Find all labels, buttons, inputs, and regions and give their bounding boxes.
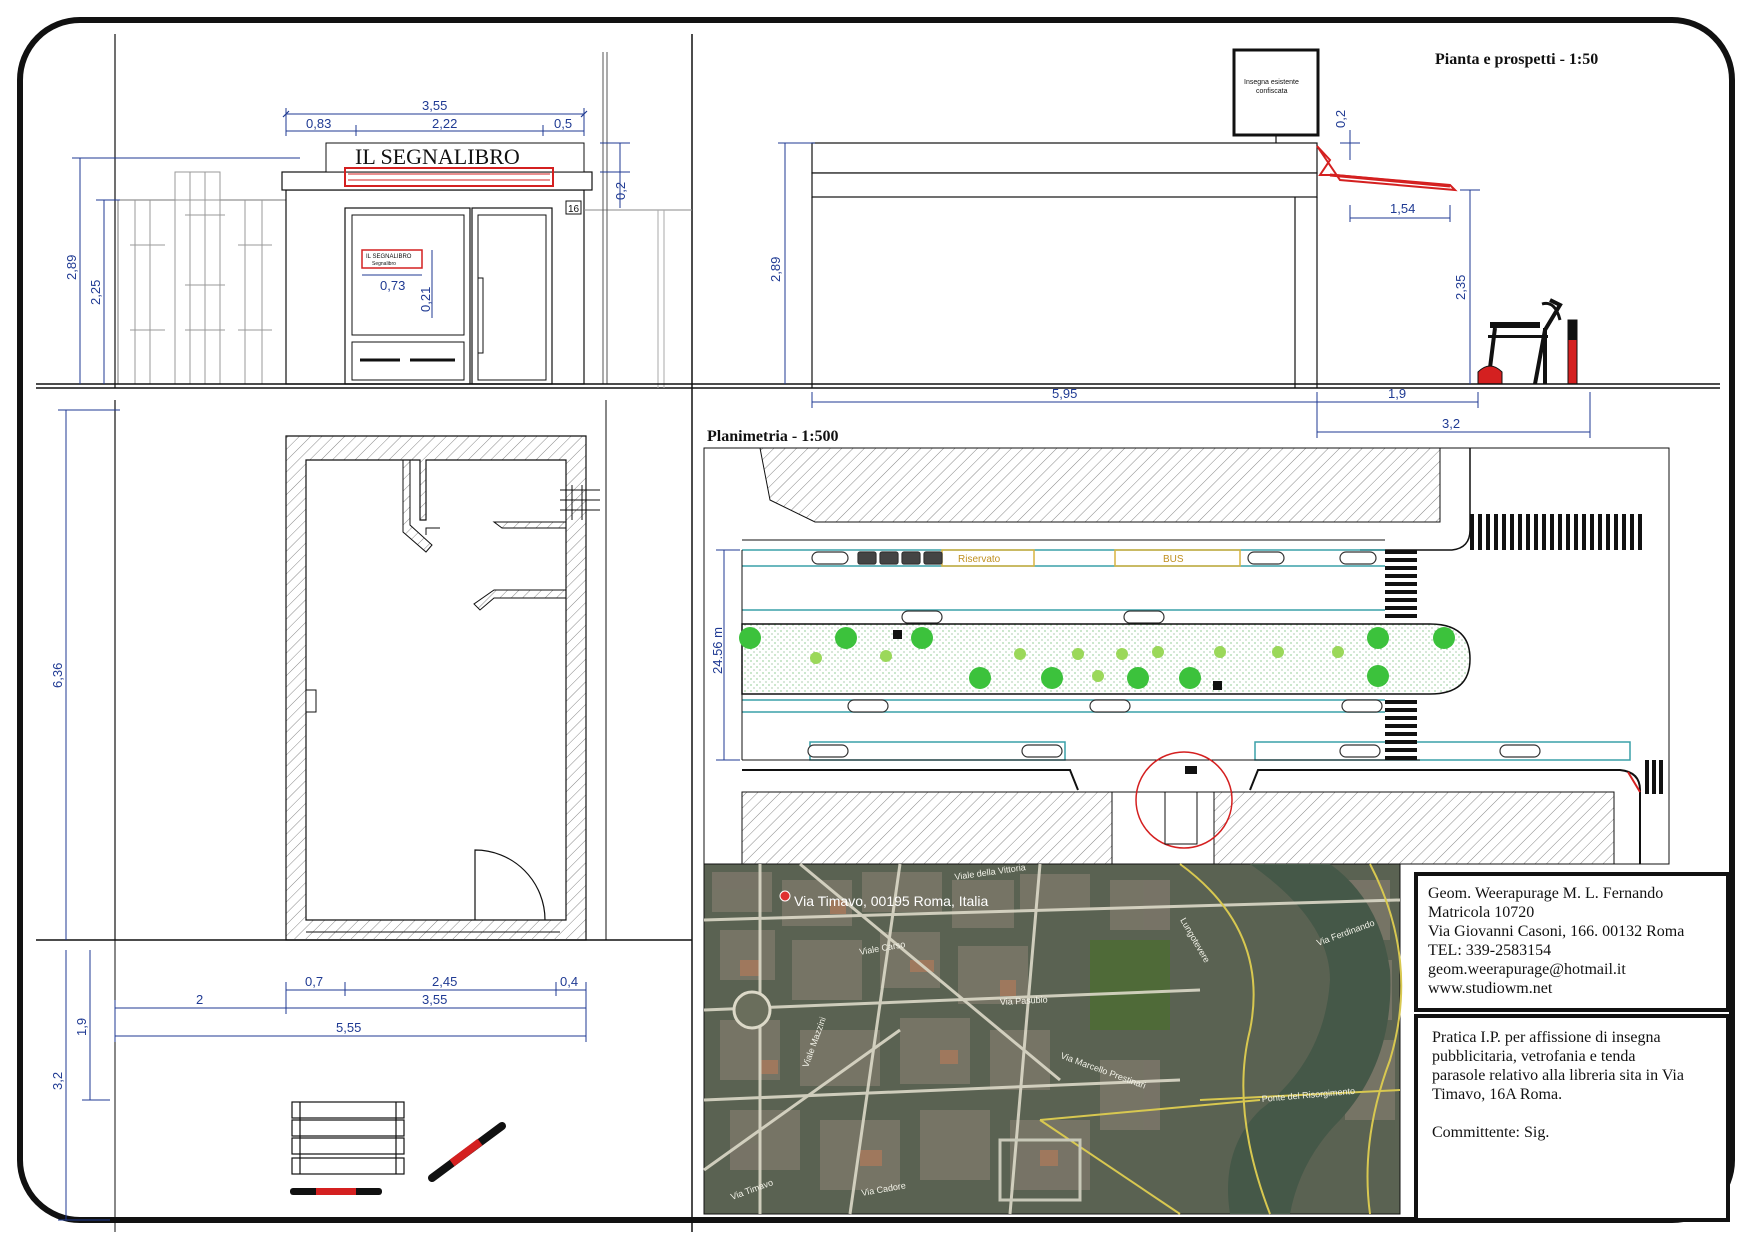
project-line3: parasole relativo alla libreria sita in … — [1432, 1067, 1684, 1084]
front-elevation: IL SEGNALIBRO IL SEGNALIBRO Segnalibro 1… — [36, 34, 692, 388]
bottom-left-details: 0,7 2,45 0,4 2 3,55 5,55 1,9 3,2 — [50, 940, 587, 1232]
plan-dim-depth: 6,36 — [50, 663, 65, 688]
author-phone: TEL: 339-2583154 — [1428, 942, 1552, 959]
window-sticker-line2: Segnalibro — [372, 261, 396, 267]
parked-cars — [807, 551, 1541, 758]
door-swing — [474, 849, 546, 921]
author-registration: Matricola 10720 — [1428, 904, 1535, 921]
project-line4: Timavo, 16A Roma. — [1432, 1086, 1563, 1103]
side-dim-sidewalk: 1,9 — [1388, 386, 1406, 401]
side-dim-awning-depth: 1,54 — [1390, 201, 1415, 216]
dim-right: 0,5 — [554, 116, 572, 131]
bench-plan-icon — [291, 1101, 405, 1175]
dim-total-width: 3,55 — [422, 98, 447, 113]
project-line1: Pratica I.P. per affissione di insegna — [1432, 1029, 1661, 1046]
shop-sign-text: IL SEGNALIBRO — [355, 144, 520, 169]
reserved-label: Riservato — [958, 554, 1001, 565]
shop-sign-red-band — [344, 167, 554, 187]
shop-location-marker — [1135, 751, 1233, 849]
sign-board-line2: confiscata — [1256, 88, 1288, 95]
dim-door-height: 2,25 — [88, 280, 103, 305]
project-block: Pratica I.P. per affissione di insegna p… — [1414, 1014, 1730, 1222]
sign-board — [1232, 48, 1320, 137]
window-sticker-line1: IL SEGNALIBRO — [366, 254, 412, 260]
bl-dim-inner-width: 3,55 — [422, 992, 447, 1007]
author-address: Via Giovanni Casoni, 166. 00132 Roma — [1428, 923, 1685, 940]
bl-dim-total-width: 5,55 — [336, 1020, 361, 1035]
sheet-title: Pianta e prospetti - 1:50 — [1435, 51, 1598, 68]
side-dim-awning-height: 2,35 — [1453, 275, 1468, 300]
dim-left: 0,83 — [306, 116, 331, 131]
author-website: www.studiowm.net — [1428, 980, 1553, 997]
site-width-label: 24.56 m — [710, 627, 725, 674]
bench-side — [1477, 298, 1578, 385]
location-pin-icon — [779, 890, 791, 902]
sheet-frame — [17, 17, 1735, 1223]
window-sticker — [361, 249, 423, 269]
bollard-diagonal-icon — [428, 1122, 506, 1182]
sign-board-line1: Insegna esistente — [1244, 79, 1299, 86]
author-email: geom.weerapurage@hotmail.it — [1428, 961, 1626, 978]
bl-dim-opening: 2,45 — [432, 974, 457, 989]
author-name: Geom. Weerapurage M. L. Fernando — [1428, 885, 1664, 902]
floor-plan: 6,36 — [50, 400, 607, 941]
shop-number: 16 — [568, 204, 580, 215]
bl-dim-right-offset: 0,4 — [560, 974, 578, 989]
trees — [739, 627, 1455, 689]
bl-dim-left-offset: 2 — [196, 992, 203, 1007]
project-line2: pubblicitaria, vetrofania e tenda — [1432, 1048, 1636, 1065]
dim-sign-height: 0,2 — [613, 182, 628, 200]
dim-total-height: 2,89 — [64, 255, 79, 280]
dim-sticker-height: 0,21 — [418, 287, 433, 312]
site-plan: Planimetria - 1:500 — [703, 428, 1670, 865]
side-dim-total-sidewalk: 3,2 — [1442, 416, 1460, 431]
dim-sticker-width: 0,73 — [380, 278, 405, 293]
side-dim-sign: 0,2 — [1333, 110, 1348, 128]
satellite-map: Via Timavo, 00195 Roma, Italia Viale del… — [703, 862, 1403, 1215]
river — [1228, 864, 1391, 1214]
side-dim-height: 2,89 — [768, 257, 783, 282]
bl-dim-door-offset: 0,7 — [305, 974, 323, 989]
bus-label: BUS — [1163, 554, 1184, 565]
bl-dim-sidewalk: 1,9 — [74, 1018, 89, 1036]
author-block: Geom. Weerapurage M. L. Fernando Matrico… — [1414, 872, 1730, 1012]
project-client: Committente: Sig. — [1432, 1124, 1550, 1141]
street-3: Via Pasubio — [1000, 995, 1048, 1007]
site-plan-title: Planimetria - 1:500 — [707, 428, 839, 445]
dim-center: 2,22 — [432, 116, 457, 131]
side-dim-length: 5,95 — [1052, 386, 1077, 401]
bl-dim-total-sidewalk: 3,2 — [50, 1072, 65, 1090]
map-location-label: Via Timavo, 00195 Roma, Italia — [794, 893, 989, 909]
side-elevation: Pianta e prospetti - 1:50 Insegna esiste… — [692, 48, 1720, 438]
